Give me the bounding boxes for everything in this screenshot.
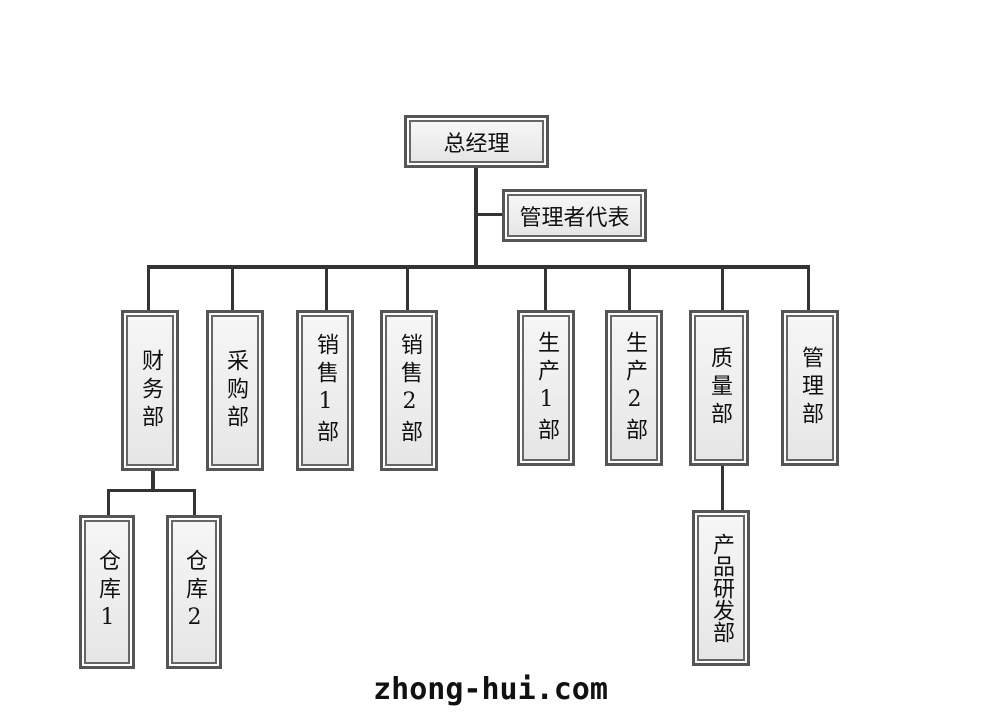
connector [721,267,724,310]
node-sales-1[interactable]: 销售1部 [296,310,354,471]
connector [474,167,478,269]
node-label: 管理者代表 [519,205,630,231]
connector [147,267,150,310]
connector [107,489,110,515]
node-general-manager[interactable]: 总经理 [404,115,549,168]
node-purchasing[interactable]: 采购部 [206,310,264,471]
connector [544,267,547,310]
node-label: 仓库1 [95,548,120,636]
connector [721,465,724,510]
connector [151,470,155,491]
connector [107,489,196,492]
connector [476,213,502,216]
connector [193,489,196,515]
node-warehouse-2[interactable]: 仓库2 [166,515,222,669]
node-quality[interactable]: 质量部 [689,310,749,466]
node-production-2[interactable]: 生产2部 [605,310,663,466]
connector [325,267,328,310]
node-management-rep[interactable]: 管理者代表 [502,189,647,242]
node-label: 生产2部 [622,330,647,446]
node-label: 产品研发部 [709,533,734,643]
connector [231,267,234,310]
node-warehouse-1[interactable]: 仓库1 [79,515,135,669]
node-label: 财务部 [138,348,163,433]
connector [628,267,631,310]
node-label: 管理部 [798,346,823,430]
connector [406,267,409,310]
node-label: 销售1部 [313,333,338,448]
connector [807,267,810,310]
node-label: 仓库2 [182,548,207,636]
node-sales-2[interactable]: 销售2部 [380,310,438,471]
node-product-rd[interactable]: 产品研发部 [692,510,750,666]
node-finance[interactable]: 财务部 [121,310,179,471]
node-label: 质量部 [707,346,732,430]
node-label: 采购部 [223,348,248,433]
node-label: 生产1部 [534,330,559,446]
bus-line [147,265,810,269]
node-production-1[interactable]: 生产1部 [517,310,575,466]
node-label: 总经理 [443,131,510,157]
node-label: 销售2部 [397,333,422,448]
watermark: zhong-hui.com [373,672,608,707]
node-management[interactable]: 管理部 [781,310,839,466]
